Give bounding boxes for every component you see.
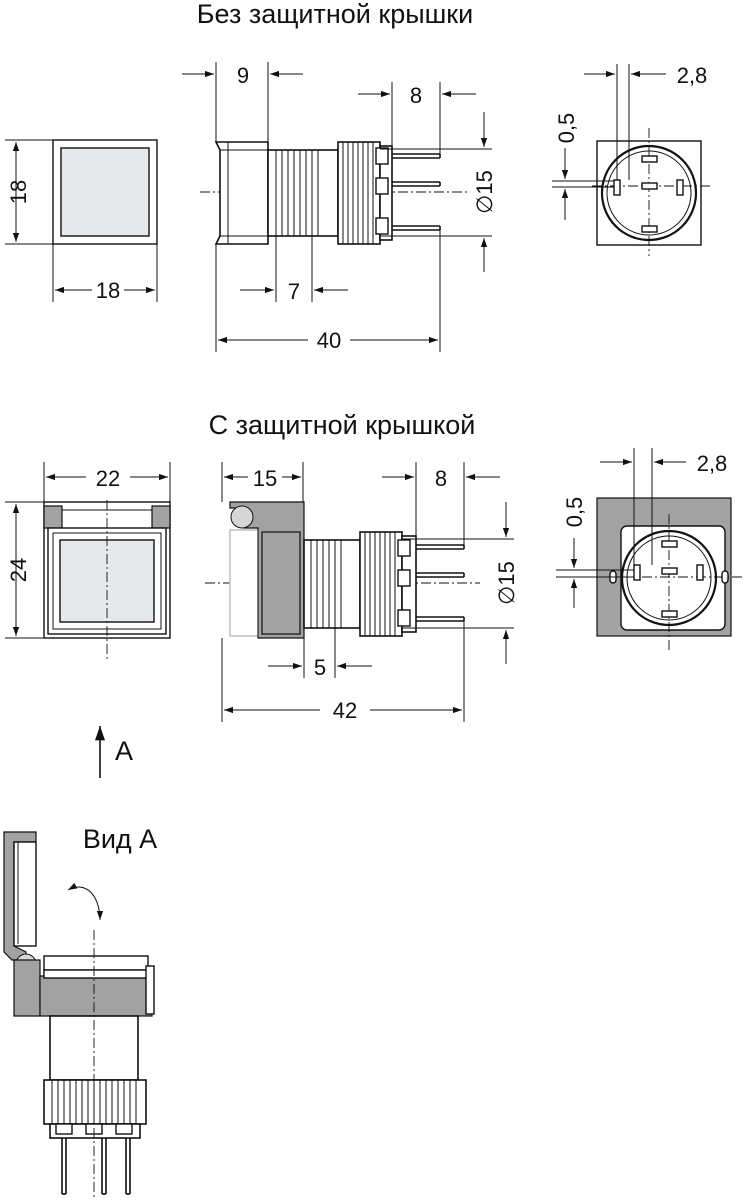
dim-thread-length-cover: 5 xyxy=(314,655,326,680)
dim-front-height: 18 xyxy=(6,180,31,204)
rear-view-with-cover: 2,8 0,5 xyxy=(556,448,744,652)
arrow-a-label: A xyxy=(115,736,133,766)
dim-overall-length: 40 xyxy=(317,328,341,353)
side-view-no-cover: 9 8 ∅15 7 40 xyxy=(182,62,497,353)
dim-bezel-depth: 9 xyxy=(237,63,249,88)
dim-pin-spacing: 2,8 xyxy=(677,63,708,88)
dim-pin-spacing-cover: 2,8 xyxy=(697,451,728,476)
side-view-with-cover: 15 8 ∅15 5 42 xyxy=(205,462,519,723)
title-with-cover: С защитной крышкой xyxy=(209,410,476,440)
dim-terminal-length: 8 xyxy=(410,83,422,108)
dim-bezel-depth-cover: 15 xyxy=(253,466,277,491)
dim-front-width-cover: 22 xyxy=(96,466,120,491)
rear-view-no-cover: 2,8 0,5 xyxy=(552,63,712,256)
dim-diameter: ∅15 xyxy=(472,170,497,214)
dim-diameter-cover: ∅15 xyxy=(494,561,519,605)
title-without-cover: Без защитной крышки xyxy=(197,0,473,29)
view-a-title: Вид А xyxy=(83,824,157,854)
dim-overall-length-cover: 42 xyxy=(333,698,357,723)
front-view-no-cover: 18 18 xyxy=(5,139,158,303)
dim-pin-offset-cover: 0,5 xyxy=(562,497,587,528)
dim-front-height-cover: 24 xyxy=(6,558,31,582)
view-a-drawing xyxy=(3,831,155,1198)
front-view-with-cover: 22 24 A xyxy=(5,462,171,778)
dim-thread-length: 7 xyxy=(288,279,300,304)
dim-pin-offset: 0,5 xyxy=(554,113,579,144)
dim-front-width: 18 xyxy=(96,278,120,303)
dim-terminal-length-cover: 8 xyxy=(435,466,447,491)
